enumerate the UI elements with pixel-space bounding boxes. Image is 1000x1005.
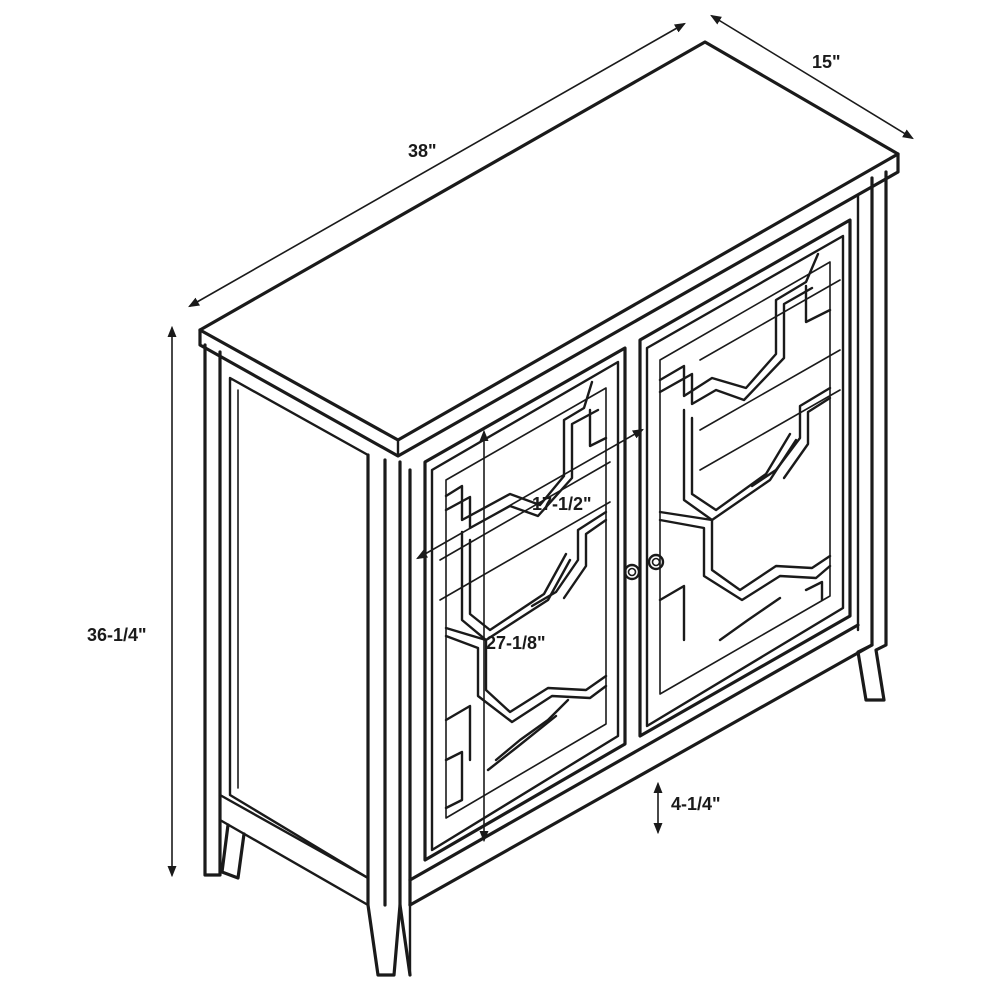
door-knob-left [623, 563, 641, 581]
door-knob-right [647, 553, 665, 571]
door-height-dimension-label: 27-1/8" [486, 633, 546, 653]
leg-height-dimension-label: 4-1/4" [671, 794, 721, 814]
cabinet-top [198, 40, 900, 458]
cabinet-side-panel [203, 343, 402, 977]
depth-dimension-line [710, 14, 914, 140]
door-width-dimension-label: 17-1/2" [532, 494, 592, 514]
height-dimension-label: 36-1/4" [87, 625, 147, 645]
width-dimension-line [188, 22, 686, 308]
width-dimension-label: 38" [408, 141, 437, 161]
right-door [638, 218, 852, 738]
door-width-dimension-line [416, 428, 644, 560]
depth-dimension-label: 15" [812, 52, 841, 72]
cabinet-front-frame [398, 170, 888, 977]
